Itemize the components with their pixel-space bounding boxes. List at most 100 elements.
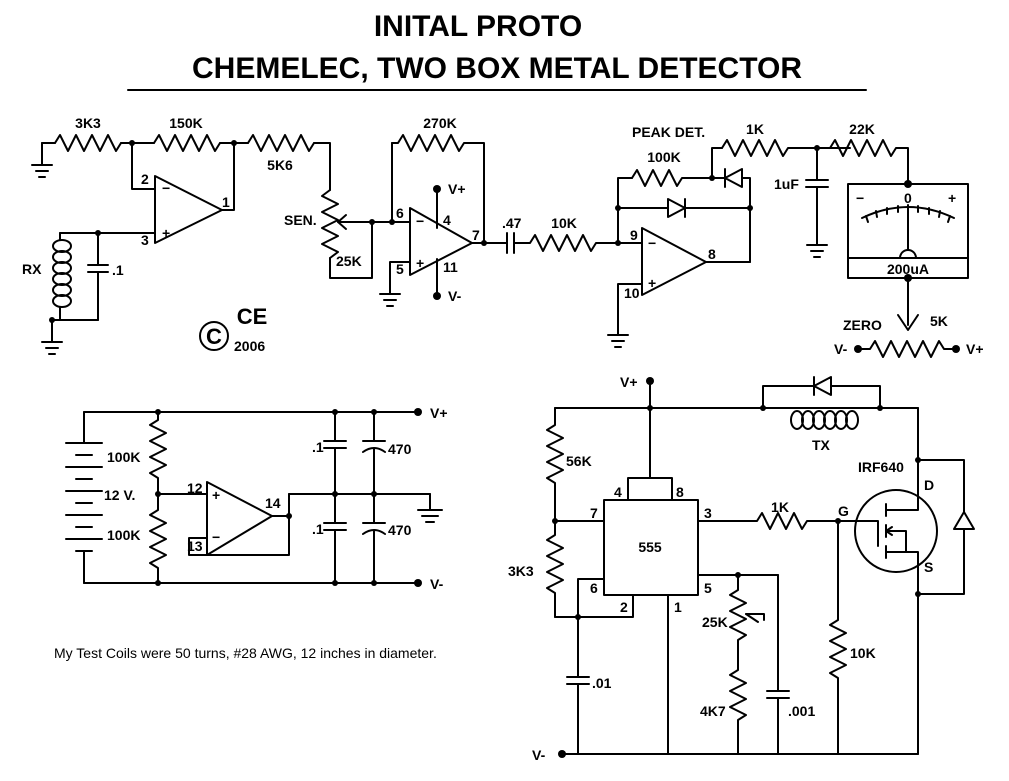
resistor-100k-a (631, 169, 713, 187)
resistor-5k6 (247, 134, 315, 152)
label-100k-c: 100K (107, 527, 140, 543)
opamp-u3 (641, 227, 707, 296)
label-cap-1uf: 1uF (774, 176, 799, 192)
label-sen: SEN. (284, 212, 317, 228)
label-150k: 150K (169, 115, 202, 131)
label-pot-25k-b: 25K (702, 614, 728, 630)
label-270k: 270K (423, 115, 456, 131)
label-cap-470-a: 470 (388, 441, 412, 457)
opamp-plus-sign: + (162, 225, 170, 241)
label-rx: RX (22, 261, 42, 277)
pin-u4-12: 12 (187, 480, 203, 496)
label-5k6: 5K6 (267, 157, 293, 173)
junction-dot (286, 513, 292, 519)
label-cap-0-1-b: .1 (312, 439, 324, 455)
capacitor-470-b (362, 493, 386, 584)
ground-symbol (806, 244, 828, 258)
label-100k-b: 100K (107, 449, 140, 465)
opamp-plus-sign: + (416, 255, 424, 271)
pin-u3-8: 8 (708, 246, 716, 262)
meter-zero: 0 (904, 190, 912, 206)
diode-peak-bottom (617, 198, 751, 263)
coupling-stage: .47 10K (502, 215, 619, 254)
tx-coil (790, 410, 859, 430)
label-vplus-zero: V+ (966, 341, 984, 357)
label-pot-25k: 25K (336, 253, 362, 269)
divider-resistors (149, 411, 167, 584)
meter-range: 200uA (887, 261, 929, 277)
junction-dot (747, 205, 753, 211)
diode-peak-top (711, 168, 751, 209)
pin-u1-1: 1 (222, 194, 230, 210)
label-10k-a: 10K (551, 215, 577, 231)
label-g: G (838, 503, 849, 519)
power-supply-splitter: V+ V- 12 V. 100K 100K + − 12 13 14 (65, 405, 448, 592)
opamp-u4 (206, 481, 273, 556)
resistor-56k (546, 407, 564, 522)
label-vplus-u2: V+ (448, 181, 466, 197)
ground-symbol (379, 293, 401, 307)
pin-555-8: 8 (676, 484, 684, 500)
label-vminus-u2: V- (448, 288, 462, 304)
pot-wiper-arrow (337, 214, 347, 230)
resistor-22k (829, 139, 909, 185)
copyright-symbol: C (206, 324, 222, 349)
pin-555-4: 4 (614, 484, 622, 500)
pin-u3-10: 10 (624, 285, 640, 301)
resistor-10k-b (829, 520, 847, 755)
opamp-minus-sign: − (416, 213, 424, 229)
capacitor-0-1 (87, 232, 109, 321)
pin-u1-2: 2 (141, 171, 149, 187)
junction-dot (369, 219, 375, 225)
pin-u2-7: 7 (472, 227, 480, 243)
rx-preamp-stage: 3K3 150K − + 2 3 1 RX .1 (22, 115, 249, 355)
label-vminus-555: V- (532, 747, 546, 763)
tx-oscillator-stage: V+ 56K 3K3 .01 555 4 8 7 3 6 2 1 5 25K (508, 374, 975, 763)
diode-mosfet-body (917, 459, 975, 595)
pin-u4-14: 14 (265, 495, 281, 511)
pin-555-6: 6 (590, 580, 598, 596)
resistor-1k-a (721, 139, 851, 157)
pin-u2-4: 4 (443, 212, 451, 228)
label-1k-b: 1K (771, 499, 789, 515)
opamp-plus-sign: + (212, 487, 220, 503)
label-vplus-supply: V+ (430, 405, 448, 421)
terminal-dot (433, 185, 441, 193)
label-56k: 56K (566, 453, 592, 469)
capacitor-0-01 (566, 616, 590, 755)
pin-555-1: 1 (674, 599, 682, 615)
capacitor-0-1-b (323, 411, 347, 495)
pin-u3-9: 9 (630, 227, 638, 243)
label-3k3: 3K3 (75, 115, 101, 131)
copyright-circle (199, 321, 229, 351)
label-cap-0-001: .001 (788, 703, 815, 719)
label-tx: TX (812, 437, 831, 453)
pin-u2-5: 5 (396, 261, 404, 277)
ic-555 (603, 499, 699, 596)
test-coil-note: My Test Coils were 50 turns, #28 AWG, 12… (54, 645, 437, 661)
ground-symbol (41, 341, 63, 355)
battery-12v (65, 442, 103, 552)
junction-dot (371, 580, 377, 586)
title-line2: CHEMELEC, TWO BOX METAL DETECTOR (192, 52, 802, 85)
pin-555-5: 5 (704, 580, 712, 596)
pot-25k-and-4k7 (729, 574, 747, 755)
ground-symbol (417, 509, 443, 523)
mosfet-irf640 (854, 489, 938, 573)
resistor-10k-a (513, 234, 619, 252)
terminal-dot (414, 579, 422, 587)
terminal-dot (433, 292, 441, 300)
resistor-150k (153, 134, 221, 152)
zero-pot (857, 340, 957, 358)
meter-plus: + (948, 190, 956, 206)
ground-symbol (607, 334, 629, 348)
mosfet-arrow (885, 526, 893, 536)
opamp-minus-sign: − (212, 529, 220, 545)
sensitivity-pot (321, 189, 339, 259)
capacitor-0-001 (766, 574, 790, 755)
pin-u2-11: 11 (443, 259, 458, 275)
pin-555-7: 7 (590, 505, 598, 521)
opamp-plus-sign: + (648, 275, 656, 291)
